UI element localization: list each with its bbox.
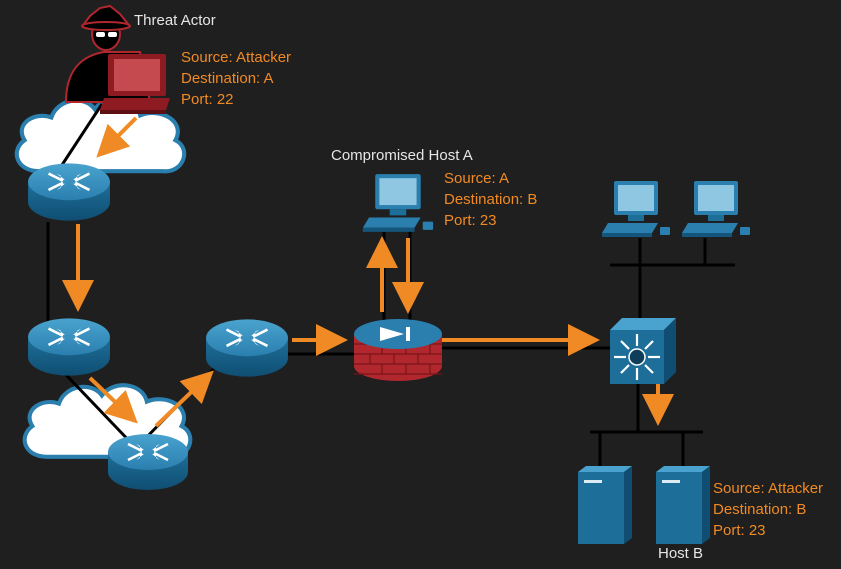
packet-source: Source: Attacker bbox=[181, 49, 291, 66]
firewall-icon bbox=[354, 319, 442, 381]
packet-info-spoofed-to-b: Source: Attacker Destination: B Port: 23 bbox=[713, 480, 823, 539]
pc-lan-1 bbox=[602, 181, 670, 237]
host-b-server bbox=[656, 466, 710, 544]
packet-port: Port: 23 bbox=[444, 212, 497, 229]
packet-info-a-to-b: Source: A Destination: B Port: 23 bbox=[444, 170, 537, 229]
compromised-host-label: Compromised Host A bbox=[331, 147, 473, 164]
router-top bbox=[26, 161, 112, 223]
threat-actor-label: Threat Actor bbox=[134, 12, 216, 29]
router-middle-left bbox=[26, 317, 112, 377]
traffic-arrows bbox=[62, 116, 674, 428]
threat-actor-icon bbox=[64, 4, 170, 114]
packet-destination: Destination: B bbox=[444, 191, 537, 208]
packet-info-attacker-to-a: Source: Attacker Destination: A Port: 22 bbox=[181, 49, 291, 108]
packet-destination: Destination: B bbox=[713, 501, 806, 518]
packet-port: Port: 22 bbox=[181, 91, 234, 108]
packet-port: Port: 23 bbox=[713, 522, 766, 539]
packet-source: Source: Attacker bbox=[713, 480, 823, 497]
compromised-host-a-pc bbox=[362, 174, 434, 232]
host-b-label: Host B bbox=[658, 545, 703, 562]
switch-icon bbox=[610, 318, 676, 384]
router-middle-right bbox=[204, 318, 290, 378]
server-1 bbox=[578, 466, 632, 544]
pc-lan-2 bbox=[682, 181, 750, 237]
router-bottom bbox=[106, 432, 190, 492]
packet-destination: Destination: A bbox=[181, 70, 274, 87]
packet-source: Source: A bbox=[444, 170, 509, 187]
